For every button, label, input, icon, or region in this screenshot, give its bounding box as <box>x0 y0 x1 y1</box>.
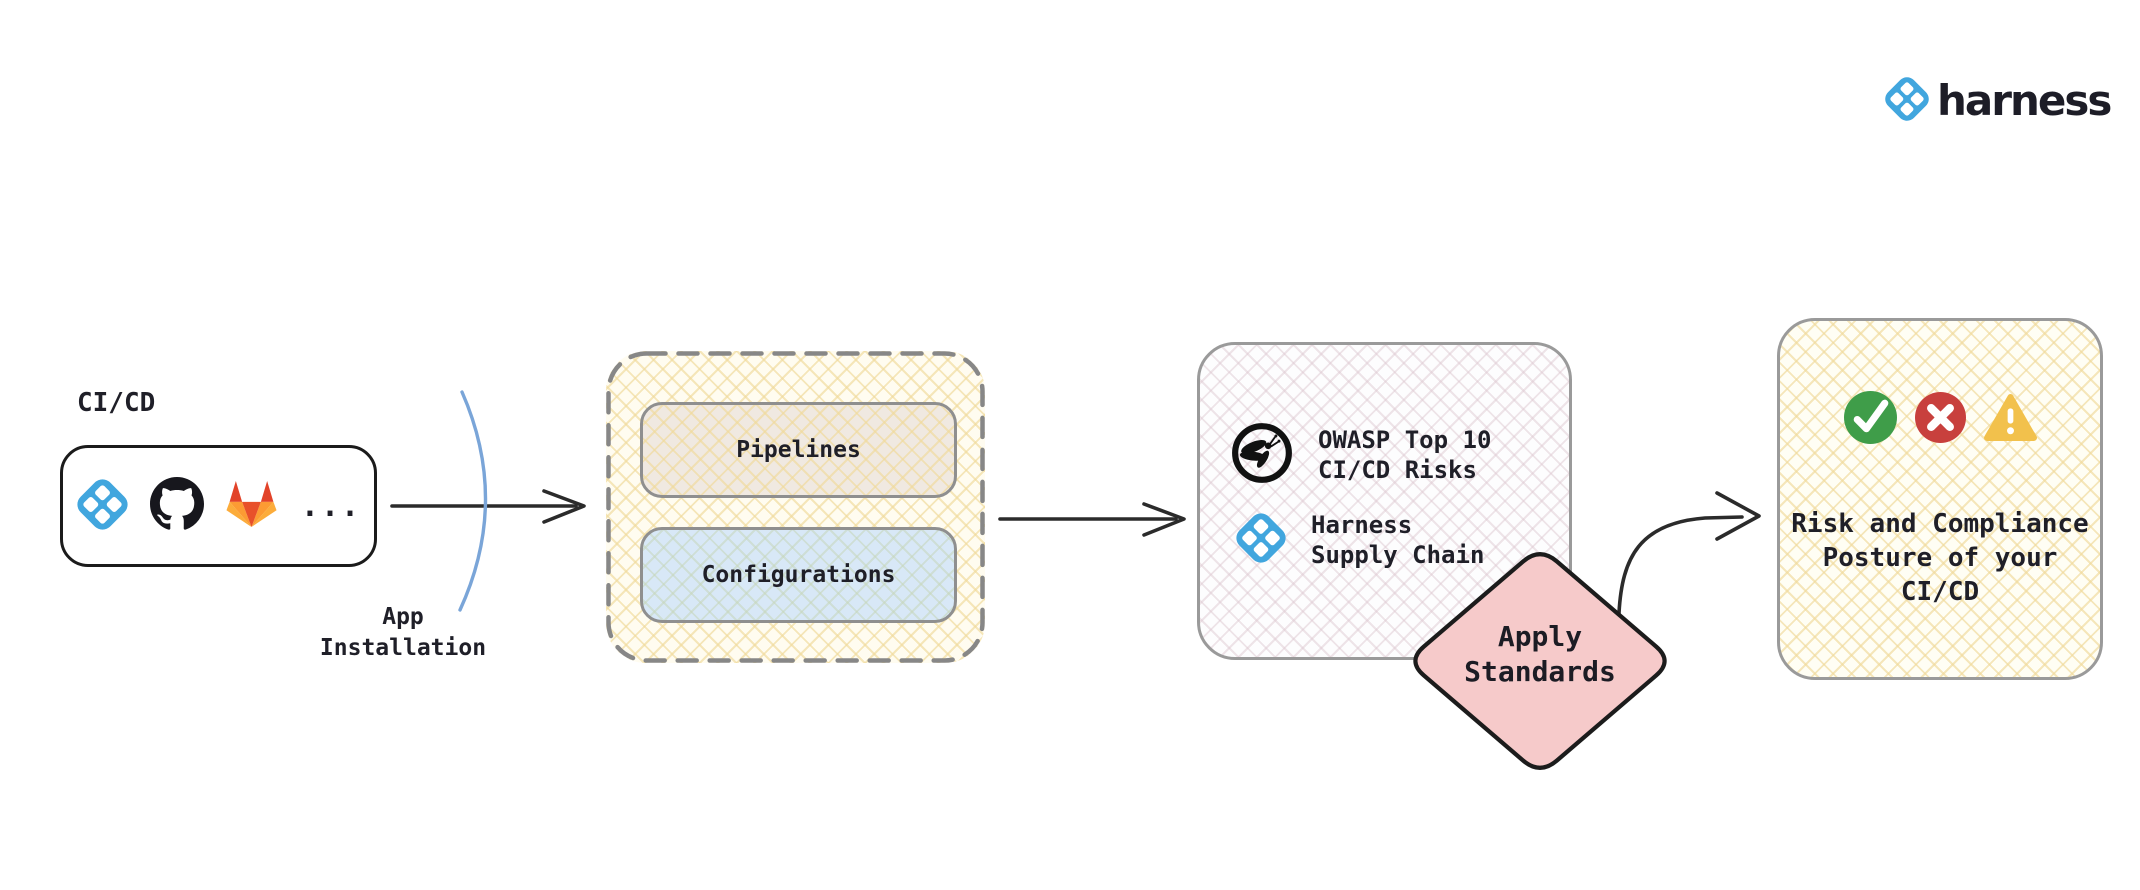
cross-circle-icon <box>1914 392 1966 447</box>
cicd-source-box: ... <box>60 445 377 567</box>
more-tools-ellipsis: ... <box>300 488 362 524</box>
arrow-source-to-workspace <box>390 489 586 524</box>
harness-icon <box>76 478 129 535</box>
harness-supply-chain-row: Harness Supply Chain <box>1230 510 1484 570</box>
apply-standards-diamond: Apply Standards <box>1395 535 1685 785</box>
workspace-container: Pipelines Configurations <box>606 351 985 663</box>
owasp-label: OWASP Top 10 CI/CD Risks <box>1318 426 1492 484</box>
apply-standards-label: Apply Standards <box>1464 620 1616 688</box>
app-installation-arc <box>458 390 488 612</box>
harness-wordmark: harness <box>1937 76 2112 125</box>
github-icon <box>149 477 204 535</box>
configurations-box: Configurations <box>640 527 957 623</box>
gitlab-icon <box>225 480 278 532</box>
dashed-border <box>606 351 985 663</box>
pipelines-box: Pipelines <box>640 402 957 498</box>
arrow-workspace-to-standards <box>998 502 1186 537</box>
status-icons-row <box>1780 391 2100 448</box>
result-label: Risk and Compliance Posture of your CI/C… <box>1791 509 2089 607</box>
diamond-shape <box>1413 552 1667 770</box>
configurations-label: Configurations <box>701 562 896 588</box>
owasp-wasp-icon <box>1230 421 1294 489</box>
harness-supply-chain-label: Harness Supply Chain <box>1311 511 1485 569</box>
harness-logo: harness <box>1884 76 2112 126</box>
standards-box: OWASP Top 10 CI/CD Risks Harness Supply … <box>1197 342 1572 660</box>
pipelines-label: Pipelines <box>736 437 861 463</box>
harness-logo-icon <box>1884 76 1930 126</box>
warning-triangle-icon <box>1983 393 2037 446</box>
harness-icon <box>1235 512 1287 568</box>
result-box: Risk and Compliance Posture of your CI/C… <box>1777 318 2103 680</box>
owasp-row: OWASP Top 10 CI/CD Risks <box>1230 421 1491 489</box>
cicd-source-title: CI/CD <box>77 388 156 418</box>
app-installation-label: App Installation <box>319 604 487 661</box>
check-circle-icon <box>1843 391 1897 448</box>
